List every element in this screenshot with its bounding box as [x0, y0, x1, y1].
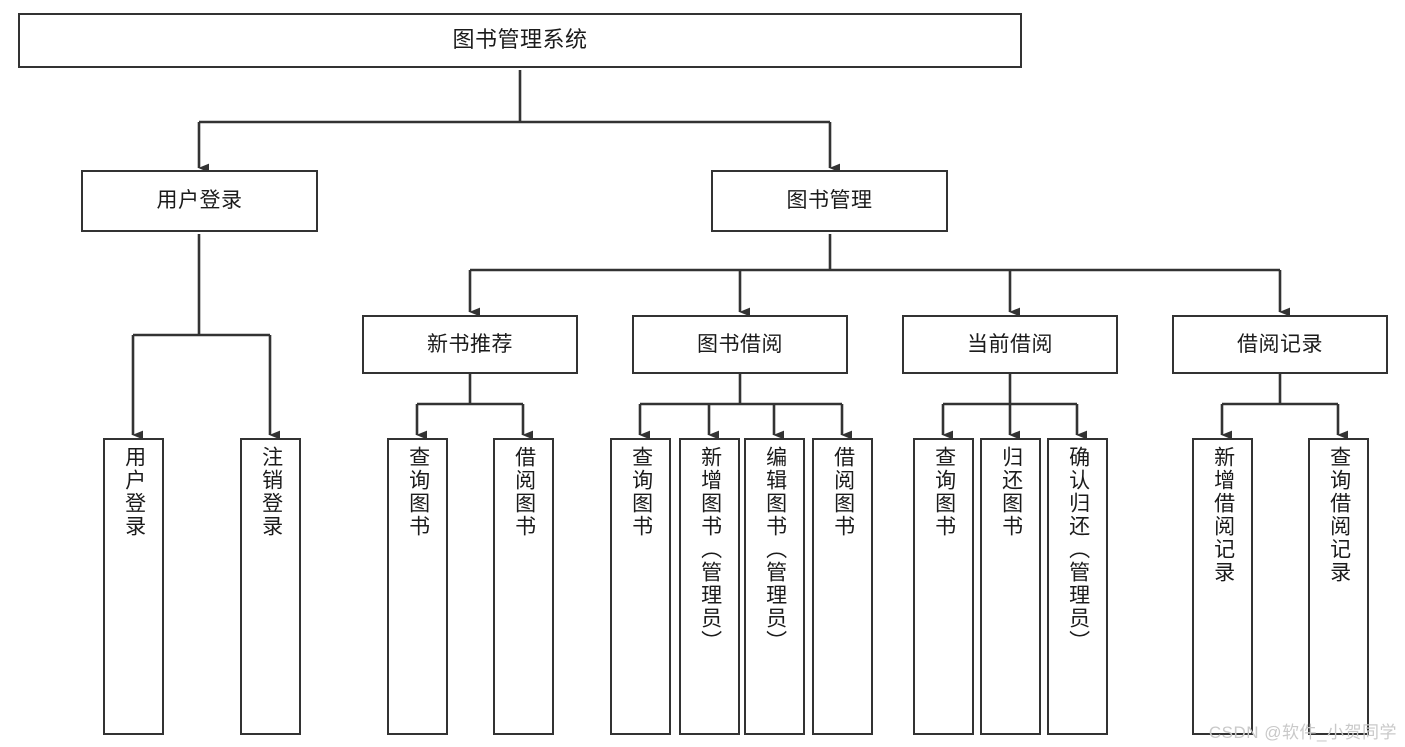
node-user-login[interactable]: 用户登录	[81, 170, 318, 232]
node-label: 查询图书	[932, 446, 956, 538]
node-label: 归还图书	[999, 446, 1023, 538]
node-label: 图书管理系统	[452, 27, 588, 53]
node-book-borrow[interactable]: 图书借阅	[632, 315, 848, 374]
node-label: 查询图书	[406, 446, 430, 538]
leaf-edit-book-admin[interactable]: 编辑图书（管理员）	[744, 438, 805, 735]
leaf-add-borrow-record[interactable]: 新增借阅记录	[1192, 438, 1253, 735]
node-label: 查询借阅记录	[1327, 446, 1351, 584]
leaf-query-borrow-record[interactable]: 查询借阅记录	[1308, 438, 1369, 735]
leaf-query-book-current[interactable]: 查询图书	[913, 438, 974, 735]
csdn-watermark: CSDN @软件_小贺同学	[1208, 723, 1397, 742]
leaf-query-book-borrow[interactable]: 查询图书	[610, 438, 671, 735]
node-book-management[interactable]: 图书管理	[711, 170, 948, 232]
node-label: 当前借阅	[967, 332, 1053, 356]
leaf-confirm-return-admin[interactable]: 确认归还（管理员）	[1047, 438, 1108, 735]
node-label: 图书借阅	[697, 332, 783, 356]
leaf-user-login[interactable]: 用户登录	[103, 438, 164, 735]
node-borrow-records[interactable]: 借阅记录	[1172, 315, 1388, 374]
node-current-borrow[interactable]: 当前借阅	[902, 315, 1118, 374]
leaf-borrow-book[interactable]: 借阅图书	[812, 438, 873, 735]
node-label: 编辑图书（管理员）	[763, 446, 787, 653]
leaf-add-book-admin[interactable]: 新增图书（管理员）	[679, 438, 740, 735]
node-label: 借阅图书	[512, 446, 536, 538]
node-label: 图书管理	[786, 189, 873, 213]
node-label: 借阅记录	[1237, 332, 1323, 356]
node-label: 新增图书（管理员）	[698, 446, 722, 653]
leaf-query-book-recommend[interactable]: 查询图书	[387, 438, 448, 735]
node-label: 借阅图书	[831, 446, 855, 538]
node-new-book-recommend[interactable]: 新书推荐	[362, 315, 578, 374]
leaf-user-logout[interactable]: 注销登录	[240, 438, 301, 735]
node-label: 新书推荐	[427, 332, 513, 356]
node-root-system[interactable]: 图书管理系统	[18, 13, 1022, 68]
node-label: 注销登录	[259, 446, 283, 538]
node-label: 查询图书	[629, 446, 653, 538]
leaf-return-book[interactable]: 归还图书	[980, 438, 1041, 735]
leaf-borrow-book-recommend[interactable]: 借阅图书	[493, 438, 554, 735]
node-label: 确认归还（管理员）	[1066, 446, 1090, 653]
node-label: 用户登录	[122, 446, 146, 538]
node-label: 新增借阅记录	[1211, 446, 1235, 584]
node-label: 用户登录	[156, 189, 243, 213]
